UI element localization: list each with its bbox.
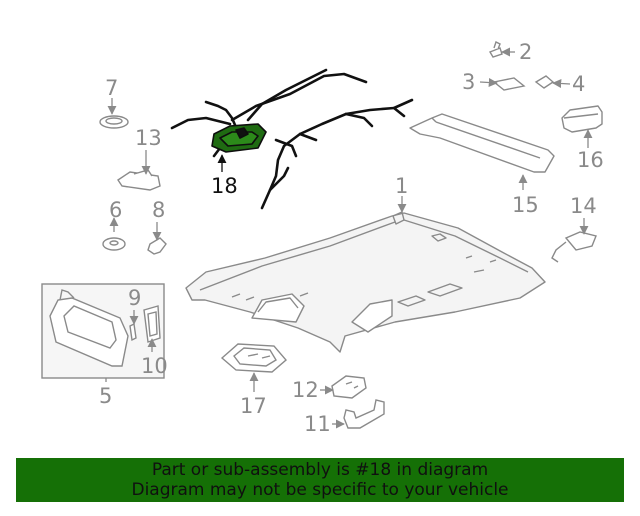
trim-panel-part-15	[409, 113, 555, 173]
callout-4: 4	[572, 72, 586, 96]
callout-1: 1	[395, 174, 409, 198]
callout-6: 6	[109, 198, 123, 222]
banner-background	[16, 458, 624, 502]
grommet-part-7	[99, 115, 129, 129]
cover-part-16	[561, 105, 603, 133]
callout-17: 17	[240, 394, 267, 418]
callout-11: 11	[304, 412, 331, 436]
handle-part-11	[343, 399, 385, 429]
connector-part-8	[147, 237, 167, 255]
sun-visor-group-part-5	[41, 283, 165, 379]
bracket-part-3	[492, 77, 526, 91]
bracket-part-4	[534, 75, 555, 89]
callout-5: 5	[99, 384, 113, 408]
callout-9: 9	[128, 286, 142, 310]
banner-line-1: Part or sub-assembly is #18 in diagram	[151, 460, 489, 480]
callout-8: 8	[152, 198, 166, 222]
callout-12: 12	[292, 378, 319, 402]
plug-part-6	[102, 237, 126, 251]
callout-14: 14	[570, 194, 597, 218]
lens-part-12	[331, 375, 367, 399]
callout-2: 2	[519, 40, 533, 64]
callout-15: 15	[512, 193, 539, 217]
callout-3: 3	[462, 70, 476, 94]
info-banner: Part or sub-assembly is #18 in diagram D…	[16, 458, 624, 502]
callout-7: 7	[105, 76, 119, 100]
callout-18: 18	[211, 174, 238, 198]
console-part-17	[220, 343, 287, 373]
leader-arrows	[105, 47, 593, 429]
banner-line-2: Diagram may not be specific to your vehi…	[131, 480, 509, 500]
bracket-part-13	[117, 169, 161, 191]
callout-16: 16	[577, 148, 604, 172]
headliner-part-1	[185, 211, 546, 353]
callout-10: 10	[141, 354, 168, 378]
callout-13: 13	[135, 126, 162, 150]
lamp-part-14	[551, 231, 597, 263]
wire-harness-part-18	[170, 68, 414, 210]
clip-part-2	[488, 41, 503, 58]
harness-body-part-18	[211, 123, 267, 153]
